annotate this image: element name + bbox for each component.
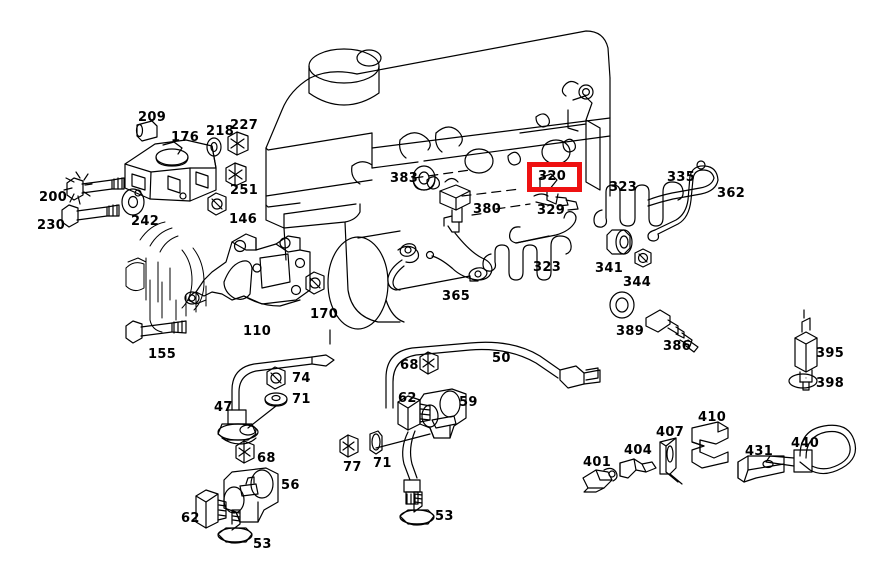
part-230-bolt <box>61 204 120 228</box>
part-label-383: 383 <box>390 171 419 186</box>
part-77-nut <box>339 434 359 458</box>
part-242-washer <box>121 188 145 216</box>
part-label-170: 170 <box>310 307 339 322</box>
part-365-cable <box>387 243 488 291</box>
part-71-washer-upper <box>247 392 288 429</box>
part-label-365: 365 <box>442 289 471 304</box>
part-344-nut <box>634 248 652 268</box>
part-251-nut <box>225 162 247 187</box>
part-398-washer <box>799 377 807 383</box>
alternator-ghost <box>125 221 207 333</box>
part-401-clip <box>582 467 618 493</box>
part-label-329: 329 <box>537 203 566 218</box>
part-389-washer <box>609 291 635 319</box>
part-label-77: 77 <box>343 460 362 475</box>
part-440-cable-tie <box>765 424 857 475</box>
part-label-380: 380 <box>473 202 502 217</box>
part-label-209: 209 <box>138 110 167 125</box>
part-label-431: 431 <box>745 444 774 459</box>
part-label-155: 155 <box>148 347 177 362</box>
part-label-68-right: 68 <box>400 358 419 373</box>
part-227-nut <box>227 131 249 156</box>
part-335-362-hoses <box>647 160 719 242</box>
part-label-362: 362 <box>717 186 746 201</box>
part-label-395: 395 <box>816 346 845 361</box>
part-50-cable <box>385 341 601 409</box>
part-74-nut <box>266 366 286 390</box>
part-label-230: 230 <box>37 218 66 233</box>
part-label-323-lower: 323 <box>533 260 562 275</box>
part-label-50: 50 <box>492 351 511 366</box>
part-label-176: 176 <box>171 130 200 145</box>
part-label-251: 251 <box>230 183 259 198</box>
part-label-62-right: 62 <box>398 391 417 406</box>
part-label-71-upper: 71 <box>292 392 311 407</box>
part-label-74: 74 <box>292 371 311 386</box>
engine-block-outline <box>265 30 611 345</box>
part-label-53-right: 53 <box>435 509 454 524</box>
part-label-323-upper: 323 <box>609 180 638 195</box>
part-label-59: 59 <box>459 395 478 410</box>
part-68-nut-right <box>419 351 439 375</box>
part-62-plug-left <box>195 489 227 529</box>
part-47-oil-pipe <box>217 354 335 445</box>
part-395-sensor <box>794 309 818 391</box>
part-label-386: 386 <box>663 339 692 354</box>
part-200-bolt <box>63 171 125 205</box>
part-323-coil-lower <box>482 235 572 281</box>
part-label-146: 146 <box>229 212 258 227</box>
part-383-seal <box>412 165 436 191</box>
part-68-nut-left <box>235 440 255 464</box>
part-label-242: 242 <box>131 214 160 229</box>
part-341-bushing <box>606 229 633 255</box>
part-label-401: 401 <box>583 455 612 470</box>
part-386-switch <box>645 309 699 353</box>
part-398-washer-shape <box>788 373 818 389</box>
part-410-clamp <box>691 421 729 469</box>
part-label-398: 398 <box>816 376 845 391</box>
part-146-nut <box>207 192 227 216</box>
part-209-sleeve <box>135 120 158 142</box>
part-label-56: 56 <box>281 478 300 493</box>
part-label-320: 320 <box>538 169 567 184</box>
part-404-clip <box>619 458 657 479</box>
part-320-sensor <box>533 173 579 211</box>
part-label-335: 335 <box>667 170 696 185</box>
part-155-bolt <box>125 320 187 344</box>
part-label-227: 227 <box>230 118 259 133</box>
part-218-washer <box>206 137 222 157</box>
part-53-screw-left <box>217 509 253 544</box>
part-59-flange <box>419 388 467 439</box>
part-407-bracket <box>659 437 683 485</box>
part-label-62-left: 62 <box>181 511 200 526</box>
part-label-71-right: 71 <box>373 456 392 471</box>
part-53-screw-right <box>399 430 435 526</box>
part-label-200: 200 <box>39 190 68 205</box>
part-label-344: 344 <box>623 275 652 290</box>
part-71-washer-right <box>369 430 431 455</box>
part-label-341: 341 <box>595 261 624 276</box>
part-label-68-left: 68 <box>257 451 276 466</box>
part-431-bracket <box>737 455 785 483</box>
part-label-47: 47 <box>214 400 233 415</box>
part-label-218: 218 <box>206 124 235 139</box>
part-label-110: 110 <box>243 324 272 339</box>
part-label-407: 407 <box>656 425 685 440</box>
part-323-coil-upper <box>593 181 684 228</box>
part-label-389: 389 <box>616 324 645 339</box>
part-170-nut <box>305 271 325 295</box>
part-176-bracket <box>124 139 217 202</box>
part-110-bracket <box>184 233 311 307</box>
part-329-pipe <box>509 211 577 244</box>
part-56-flange <box>223 467 279 523</box>
part-label-440: 440 <box>791 436 820 451</box>
part-label-404: 404 <box>624 443 653 458</box>
part-label-53-left: 53 <box>253 537 272 552</box>
part-label-410: 410 <box>698 410 727 425</box>
